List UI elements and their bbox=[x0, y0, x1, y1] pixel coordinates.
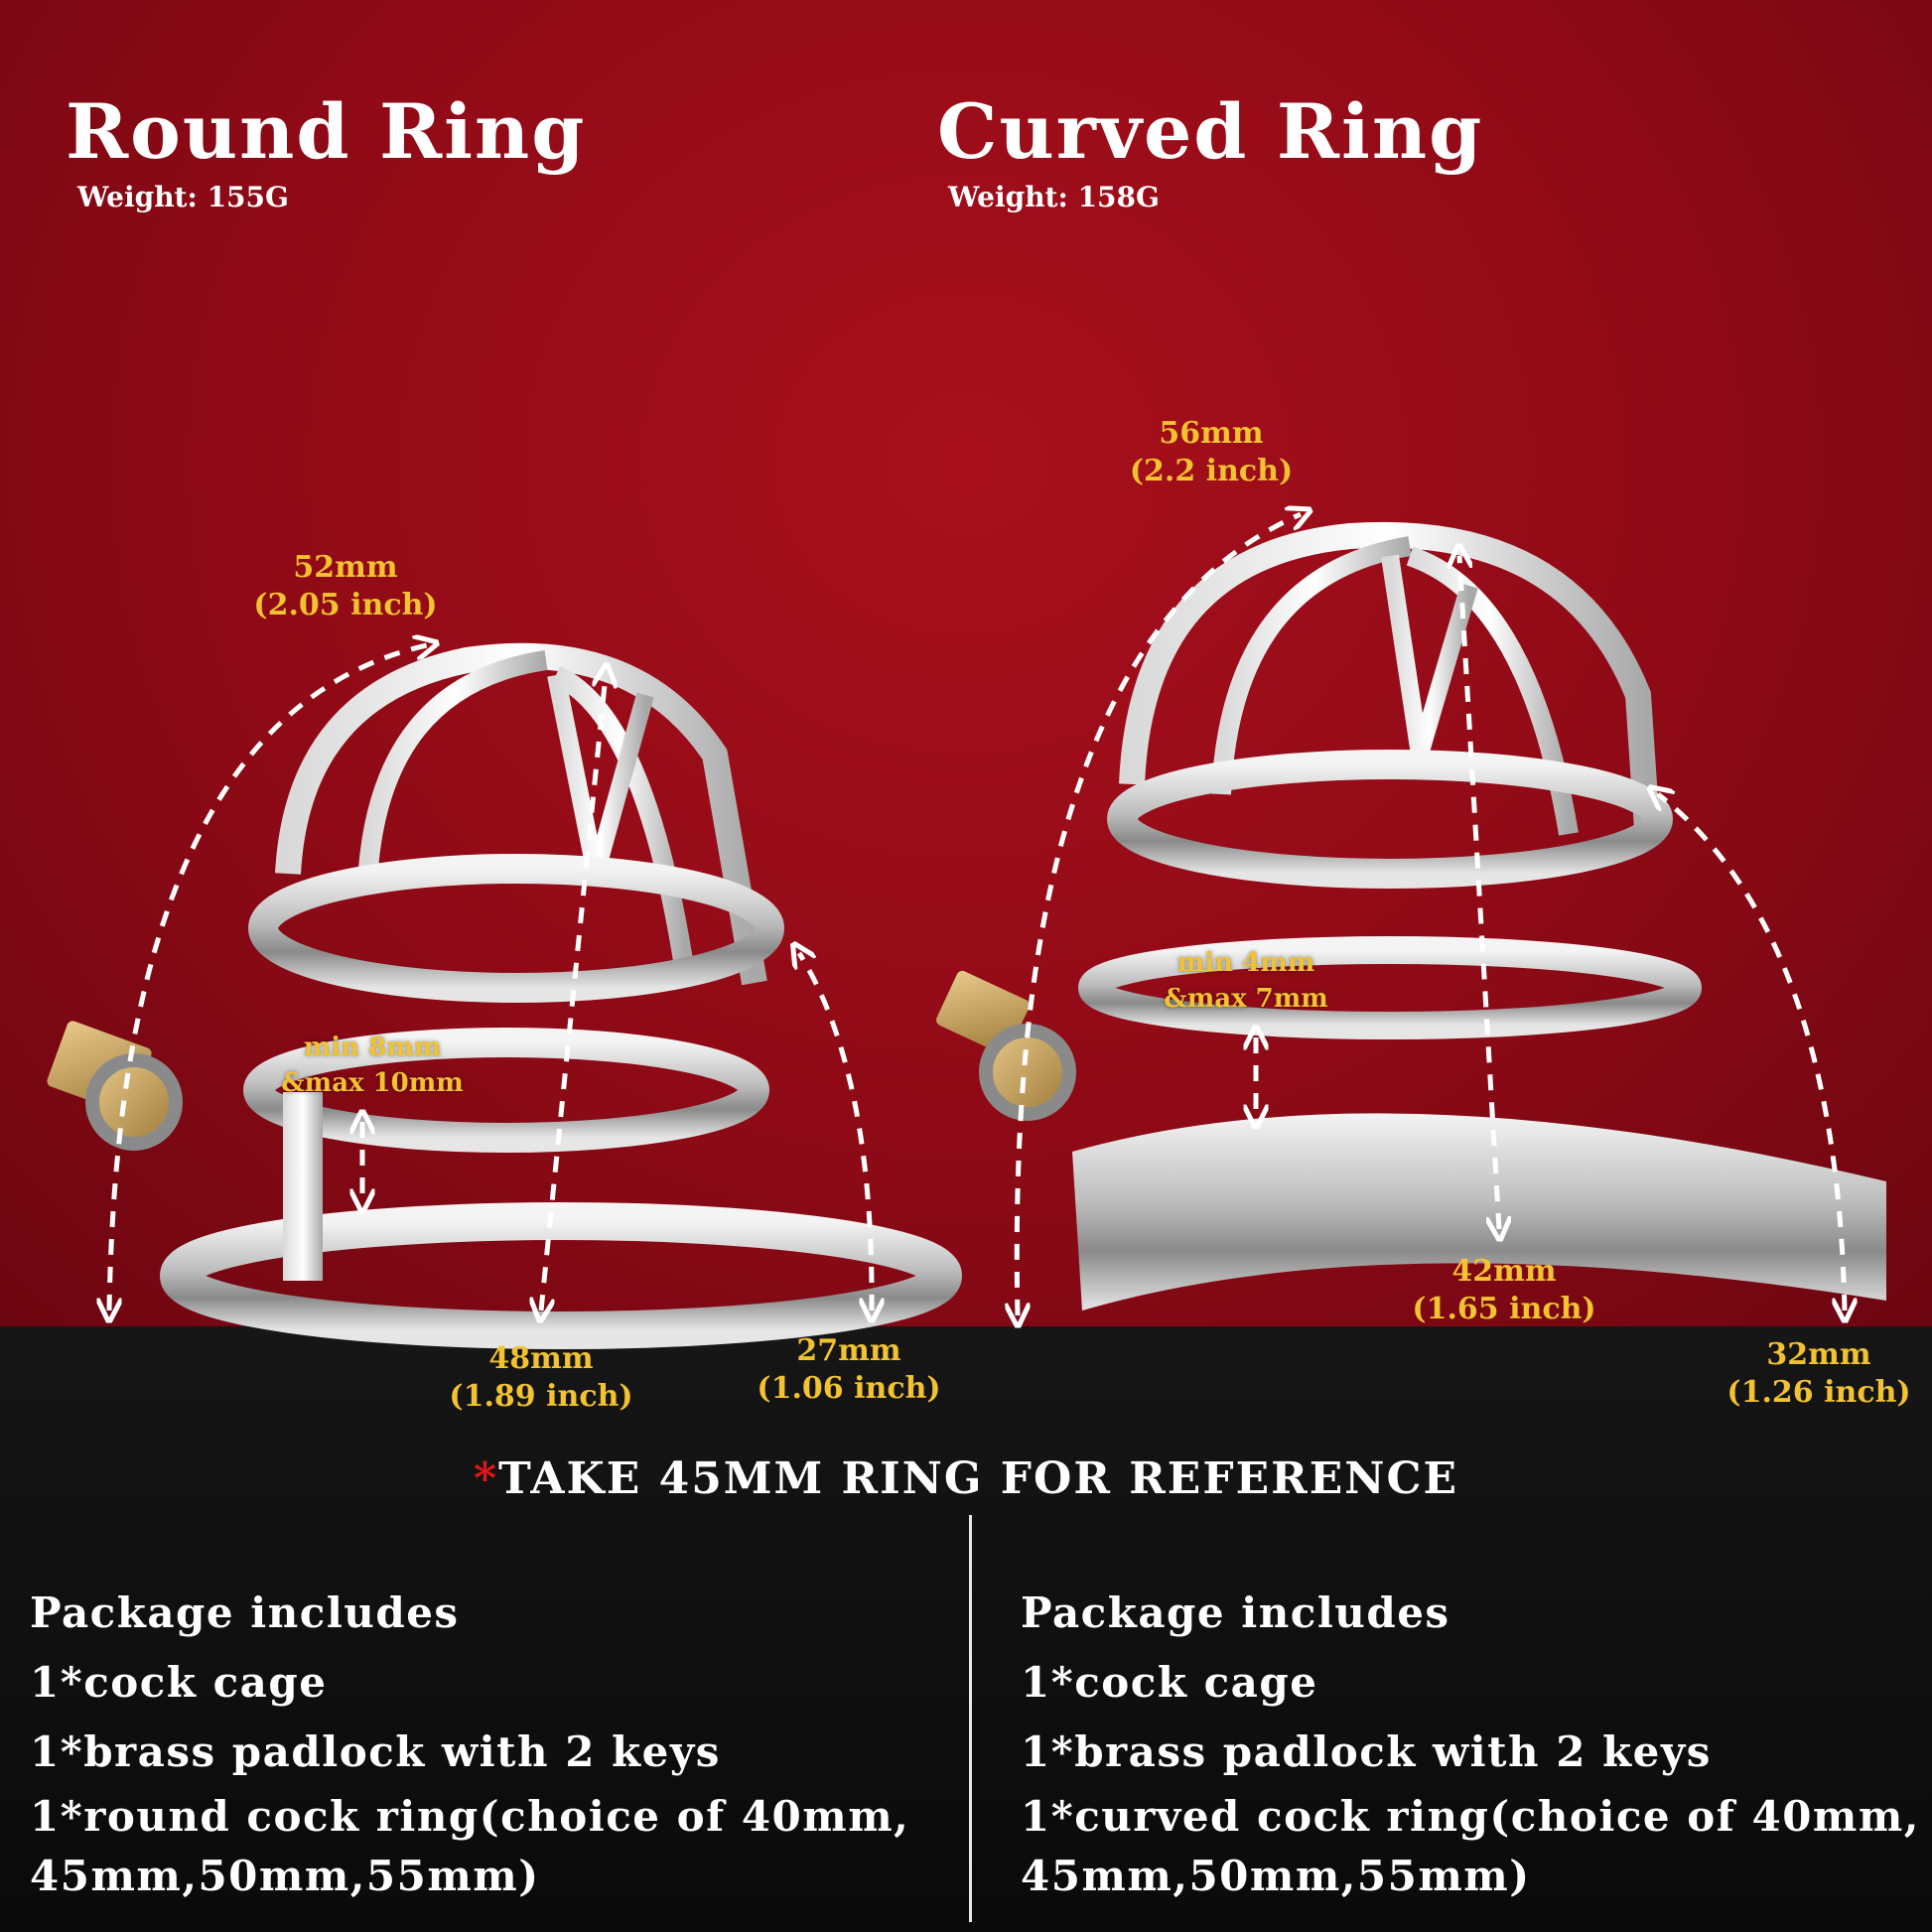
left-height-front-inch: (1.06 inch) bbox=[757, 1371, 941, 1406]
left-measure-arrows bbox=[109, 645, 872, 1311]
right-gap-min: min 4mm bbox=[1176, 948, 1315, 978]
right-gap-label: min 4mm &max 7mm bbox=[1164, 945, 1328, 1017]
left-weight: Weight: 155G bbox=[77, 181, 289, 213]
left-height-front-label: 27mm (1.06 inch) bbox=[757, 1332, 940, 1408]
right-title: Curved Ring bbox=[937, 87, 1484, 176]
list-item: 1*round cock ring(choice of 40mm, 45mm,5… bbox=[30, 1792, 910, 1900]
left-gap-min: min 8mm bbox=[303, 1033, 442, 1062]
right-weight: Weight: 158G bbox=[948, 181, 1160, 213]
right-height-front-label: 32mm (1.26 inch) bbox=[1726, 1336, 1910, 1412]
left-height-mid-mm: 48mm bbox=[488, 1341, 594, 1376]
left-title: Round Ring bbox=[66, 87, 587, 176]
column-divider bbox=[969, 1515, 972, 1922]
round-ring-cage bbox=[47, 642, 962, 1349]
reference-text: TAKE 45MM RING FOR REFERENCE bbox=[498, 1453, 1459, 1504]
left-length-inch: (2.05 inch) bbox=[253, 588, 438, 622]
right-length-label: 56mm (2.2 inch) bbox=[1130, 415, 1293, 490]
right-gap-max: &max 7mm bbox=[1164, 984, 1328, 1014]
left-length-mm: 52mm bbox=[293, 550, 398, 585]
right-package-list: Package includes 1*cock cage 1*brass pad… bbox=[1021, 1579, 1932, 1906]
right-length-mm: 56mm bbox=[1159, 416, 1264, 451]
left-height-front-mm: 27mm bbox=[796, 1333, 901, 1368]
left-length-label: 52mm (2.05 inch) bbox=[253, 549, 437, 624]
right-package-heading: Package includes bbox=[1021, 1588, 1450, 1637]
right-measure-arrows bbox=[1017, 514, 1845, 1315]
right-height-mid-label: 42mm (1.65 inch) bbox=[1412, 1253, 1595, 1328]
list-item: 1*brass padlock with 2 keys bbox=[1021, 1727, 1712, 1776]
right-height-front-mm: 32mm bbox=[1766, 1337, 1871, 1372]
left-package-heading: Package includes bbox=[30, 1588, 460, 1637]
right-height-mid-inch: (1.65 inch) bbox=[1412, 1292, 1596, 1326]
right-height-mid-mm: 42mm bbox=[1451, 1254, 1557, 1289]
right-height-front-inch: (1.26 inch) bbox=[1726, 1375, 1911, 1410]
list-item: 1*cock cage bbox=[30, 1658, 328, 1707]
list-item: 1*curved cock ring(choice of 40mm, 45mm,… bbox=[1021, 1792, 1920, 1900]
left-gap-label: min 8mm &max 10mm bbox=[281, 1030, 464, 1101]
reference-note: *TAKE 45MM RING FOR REFERENCE bbox=[0, 1453, 1932, 1504]
left-height-mid-inch: (1.89 inch) bbox=[449, 1379, 633, 1414]
curved-ring-cage bbox=[936, 521, 1886, 1311]
list-item: 1*brass padlock with 2 keys bbox=[30, 1727, 721, 1776]
black-base bbox=[0, 1326, 1932, 1932]
left-package-list: Package includes 1*cock cage 1*brass pad… bbox=[30, 1579, 953, 1906]
left-height-mid-label: 48mm (1.89 inch) bbox=[449, 1340, 632, 1416]
right-length-inch: (2.2 inch) bbox=[1129, 454, 1294, 488]
list-item: 1*cock cage bbox=[1021, 1658, 1318, 1707]
reference-asterisk: * bbox=[473, 1453, 498, 1504]
left-gap-max: &max 10mm bbox=[281, 1068, 464, 1098]
